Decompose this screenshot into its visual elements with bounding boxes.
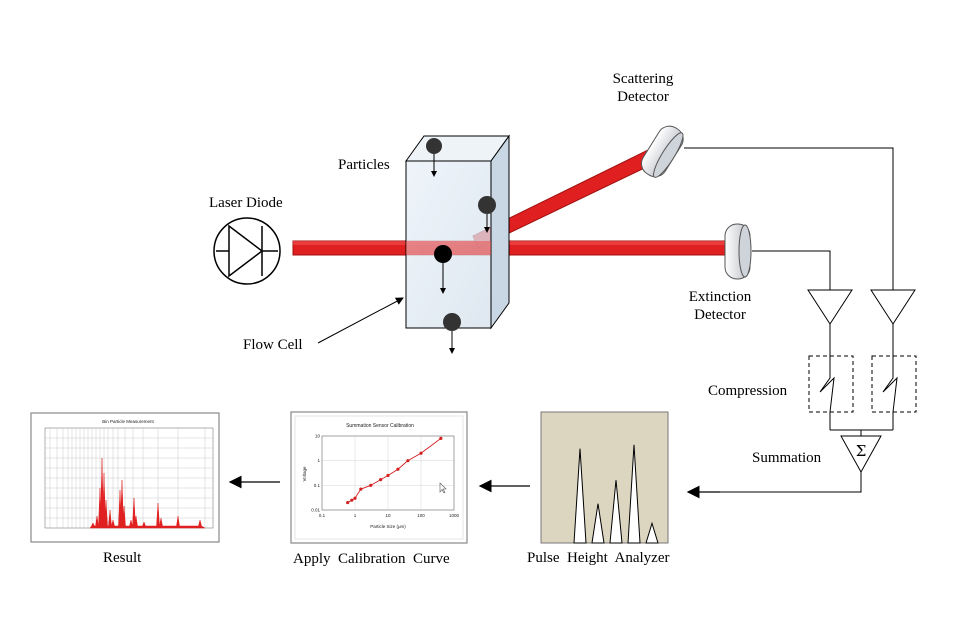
calibration-point xyxy=(353,496,357,500)
result-histogram xyxy=(89,457,206,529)
calibration-point xyxy=(379,478,383,482)
scattering-detector-label: Scattering Detector xyxy=(603,72,683,105)
scattering-detector xyxy=(641,125,684,178)
extinction-detector-label-line1: Extinction xyxy=(688,289,752,305)
result-title: Bin Particle Measurement xyxy=(102,419,154,424)
amplifier-extinction xyxy=(807,289,853,325)
particles-label: Particles xyxy=(338,157,390,173)
pulse-height-analyzer-panel xyxy=(540,411,669,544)
scattering-detector-label-line2: Detector xyxy=(617,89,669,105)
calibration-point xyxy=(369,483,373,487)
calibration-point xyxy=(396,467,400,471)
x-tick-label: 100 xyxy=(417,513,425,518)
cursor-icon xyxy=(439,482,447,494)
calibration-point xyxy=(406,459,410,463)
particle xyxy=(478,196,496,233)
calibration-point xyxy=(346,500,350,505)
pulse-peak xyxy=(573,448,587,544)
apply-calibration-curve-label: Apply Calibration Curve xyxy=(293,551,450,567)
calibration-point xyxy=(359,487,363,491)
particle xyxy=(443,313,461,354)
x-tick-label: 10 xyxy=(385,513,391,518)
x-tick-label: 0.1 xyxy=(319,513,326,518)
calibration-point xyxy=(439,436,443,440)
flow-cell-pointer xyxy=(317,297,404,344)
scattering-detector-label-line1: Scattering xyxy=(612,71,674,87)
result-chart-panel: Bin Particle Measurement xyxy=(30,412,220,543)
y-tick-label: 10 xyxy=(315,434,321,439)
pulse-peak xyxy=(591,503,605,544)
compression-label: Compression xyxy=(708,383,788,399)
pulse-peak xyxy=(645,521,659,544)
sigma-symbol: Σ xyxy=(856,442,867,460)
calibration-xlabel: Particle Size (μm) xyxy=(370,524,406,529)
extinction-detector-label: Extinction Detector xyxy=(680,290,760,323)
result-label: Result xyxy=(103,550,142,566)
laser-diode-label: Laser Diode xyxy=(209,195,283,211)
calibration-point xyxy=(419,451,423,455)
signal-wires xyxy=(684,147,894,493)
laser-diode xyxy=(213,217,281,285)
pulse-height-analyzer-label: Pulse Height Analyzer xyxy=(527,550,670,566)
calibration-ylabel: Voltage xyxy=(302,466,307,482)
extinction-detector-label-line2: Detector xyxy=(694,307,746,323)
amplifier-scattering xyxy=(870,289,916,325)
summation-amplifier: Σ xyxy=(840,435,882,474)
y-tick-label: 0.01 xyxy=(311,508,320,513)
compression-box xyxy=(808,355,854,413)
compression-box xyxy=(871,355,917,413)
summation-label: Summation xyxy=(752,450,822,466)
calibration-point xyxy=(350,498,354,502)
flow-cell-label: Flow Cell xyxy=(243,337,303,353)
x-tick-label: 1000 xyxy=(449,513,460,518)
extinction-detector xyxy=(724,223,752,280)
calibration-title: Summation Sensor Calibration xyxy=(346,423,414,429)
x-tick-label: 1 xyxy=(354,513,357,518)
y-tick-label: 1 xyxy=(317,458,320,463)
particle xyxy=(426,138,442,177)
calibration-point xyxy=(386,473,390,478)
pulse-peak xyxy=(609,480,623,544)
particle xyxy=(434,245,452,294)
pulse-peak xyxy=(627,444,641,544)
y-tick-label: 0.1 xyxy=(314,483,321,488)
